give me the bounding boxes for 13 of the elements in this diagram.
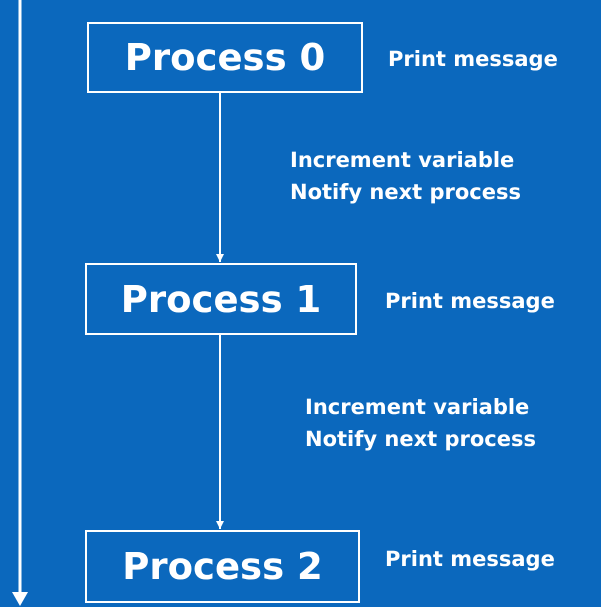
process-box bbox=[85, 530, 360, 603]
edge-label: Increment variable Notify next process bbox=[305, 394, 537, 453]
process-name: Process 2 bbox=[122, 545, 323, 588]
arrow bbox=[216, 335, 224, 529]
step-note: Print message bbox=[385, 289, 555, 313]
process-box bbox=[87, 22, 363, 93]
process-name: Process 0 bbox=[124, 36, 326, 79]
edge-label: Increment variable Notify next process bbox=[290, 147, 522, 206]
step-note: Print message bbox=[385, 547, 555, 571]
step-note: Print message bbox=[388, 47, 558, 71]
arrow bbox=[216, 93, 224, 262]
process-box bbox=[85, 263, 357, 335]
process-name: Process 1 bbox=[120, 278, 322, 320]
